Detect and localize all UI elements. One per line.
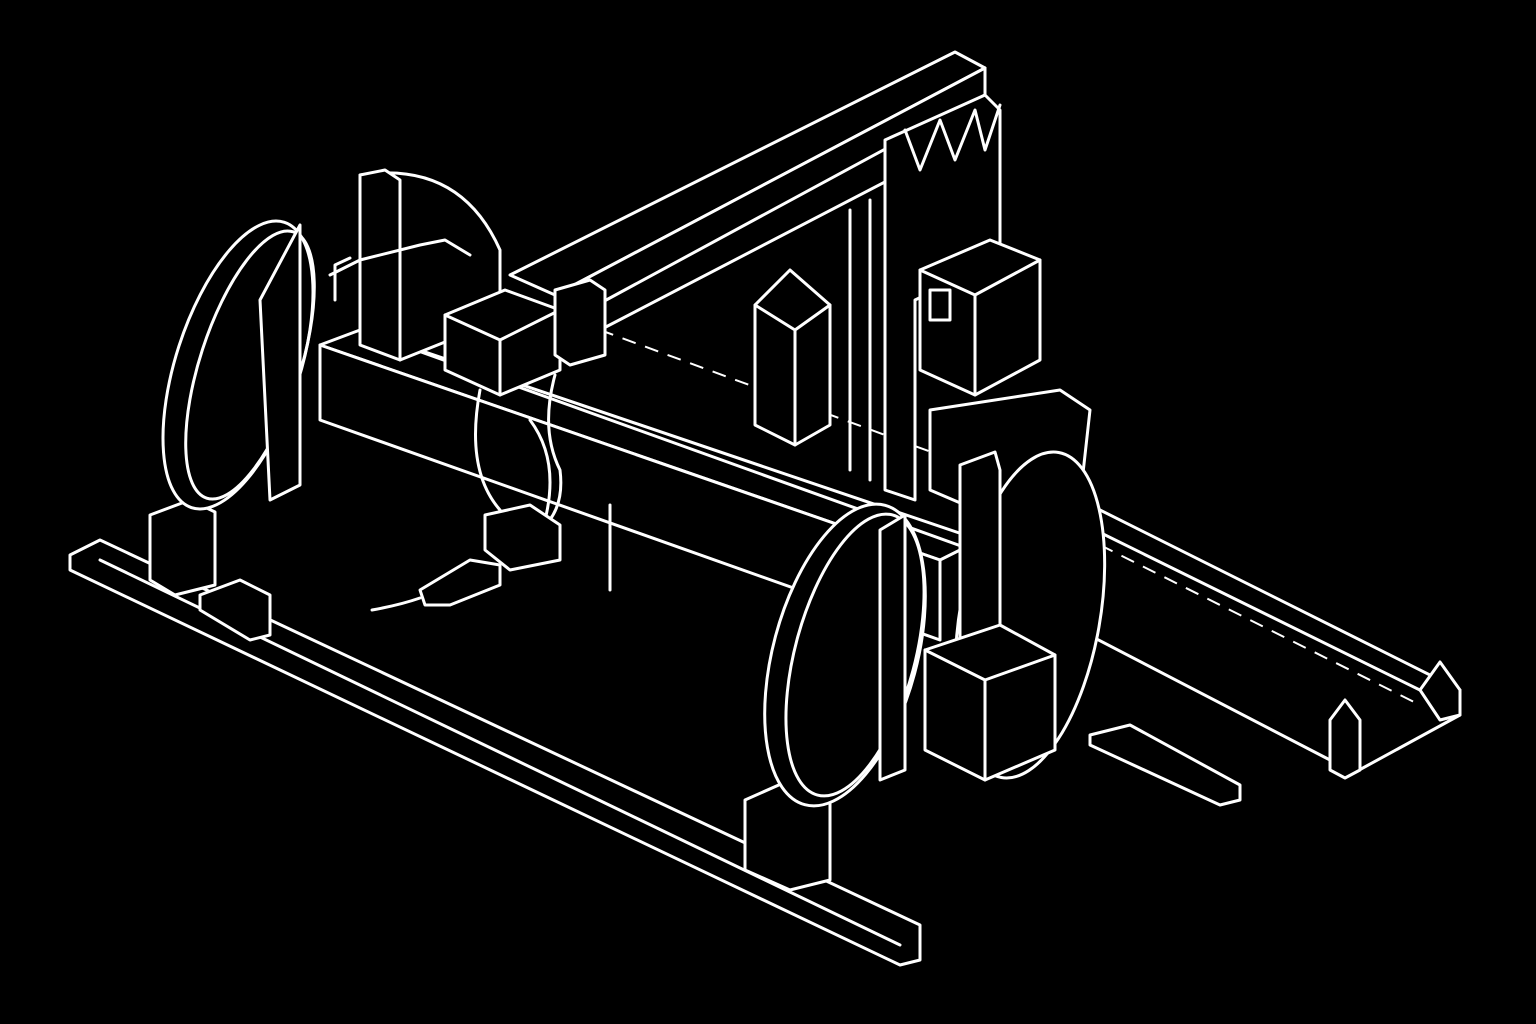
welding-torch (370, 373, 563, 612)
base-rail-front (68, 498, 922, 967)
motor-box (918, 238, 1042, 397)
base-rail-back (1058, 498, 1462, 807)
control-post (753, 268, 832, 447)
carriage (443, 278, 607, 397)
tailstock-disc-right (763, 450, 1107, 808)
headstock-disc-left (161, 219, 316, 511)
